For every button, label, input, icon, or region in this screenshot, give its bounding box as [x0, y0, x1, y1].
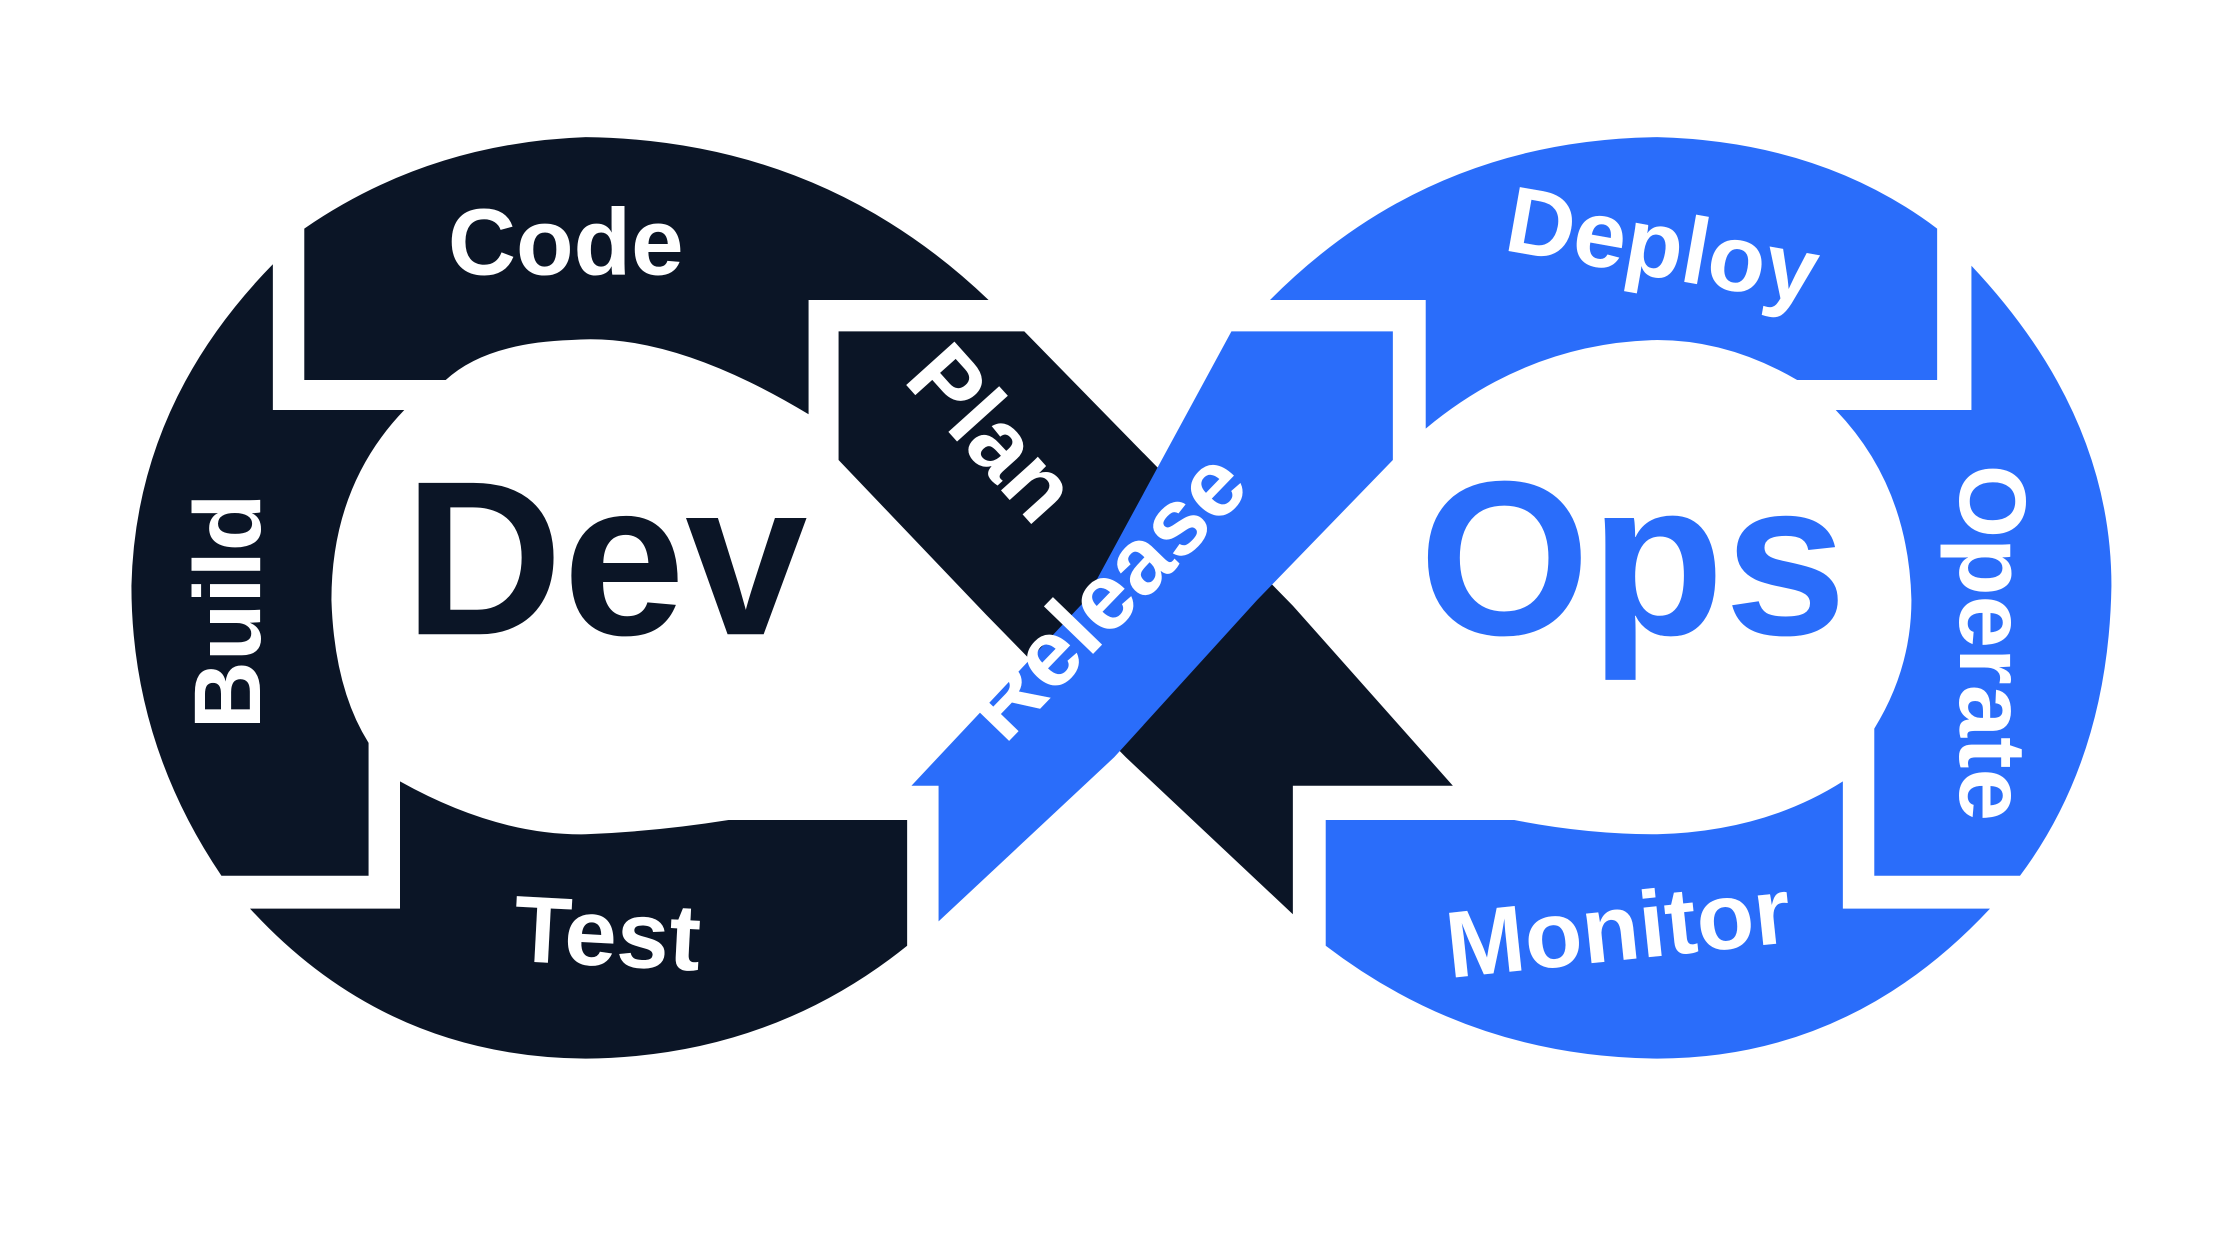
- segment-code: [304, 137, 989, 415]
- segment-test: [250, 781, 908, 1059]
- ops-title: Ops: [1419, 435, 1847, 681]
- label-operate: Operate: [1940, 465, 2045, 821]
- segment-monitor: [1325, 781, 1990, 1059]
- ops-loop: [782, 137, 2112, 1059]
- label-build: Build: [175, 494, 280, 730]
- segment-release: [782, 331, 1393, 922]
- label-code: Code: [448, 189, 684, 294]
- label-test: Test: [511, 876, 703, 991]
- dev-title: Dev: [404, 435, 808, 681]
- segment-operate: [1835, 265, 2112, 876]
- dev-loop: [131, 137, 1453, 1059]
- segment-deploy: [1270, 137, 1938, 429]
- segment-build: [131, 264, 405, 876]
